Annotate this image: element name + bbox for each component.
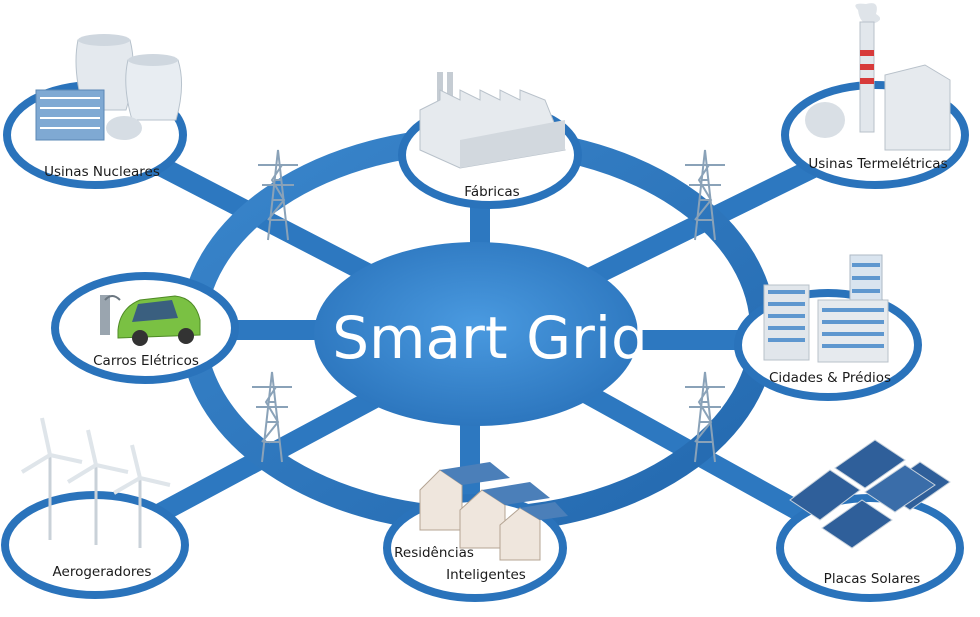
node-label-cities: Cidades & Prédios (769, 370, 891, 386)
node-label-thermal: Usinas Termelétricas (808, 156, 947, 172)
node-factories[interactable]: Fábricas (398, 72, 582, 209)
node-label-nuclear: Usinas Nucleares (44, 164, 160, 180)
node-label-homes-line2: Inteligentes (446, 567, 526, 583)
city-buildings-icon (763, 254, 889, 363)
thermal-plant-icon (805, 3, 951, 151)
node-thermal[interactable]: Usinas Termelétricas (781, 3, 969, 189)
wind-turbine-icon (20, 417, 171, 548)
node-nuclear[interactable]: Usinas Nucleares (3, 34, 187, 189)
node-label-solar: Placas Solares (824, 571, 921, 587)
center-hub (314, 242, 638, 426)
solar-panel-icon (789, 439, 951, 549)
node-label-wind: Aerogeradores (53, 564, 152, 580)
diagram-title: Smart Grid (332, 304, 648, 372)
transmission-tower-icon (258, 149, 298, 241)
transmission-tower-icon (685, 149, 725, 241)
node-label-ev: Carros Elétricos (93, 353, 199, 369)
node-label-factories: Fábricas (464, 184, 519, 200)
node-label-homes-line1: Residências (394, 545, 474, 561)
node-cities[interactable]: Cidades & Prédios (734, 254, 922, 401)
node-wind[interactable]: Aerogeradores (1, 417, 189, 599)
node-ev[interactable]: Carros Elétricos (51, 272, 239, 384)
transmission-tower-icon (685, 371, 725, 463)
transmission-tower-icon (252, 371, 292, 463)
electric-car-icon (100, 295, 201, 346)
nuclear-plant-icon (35, 34, 182, 141)
smart-homes-icon (419, 462, 568, 561)
node-homes[interactable]: Residências Inteligentes (383, 462, 568, 602)
node-solar[interactable]: Placas Solares (776, 439, 964, 602)
factory-icon (419, 72, 566, 169)
